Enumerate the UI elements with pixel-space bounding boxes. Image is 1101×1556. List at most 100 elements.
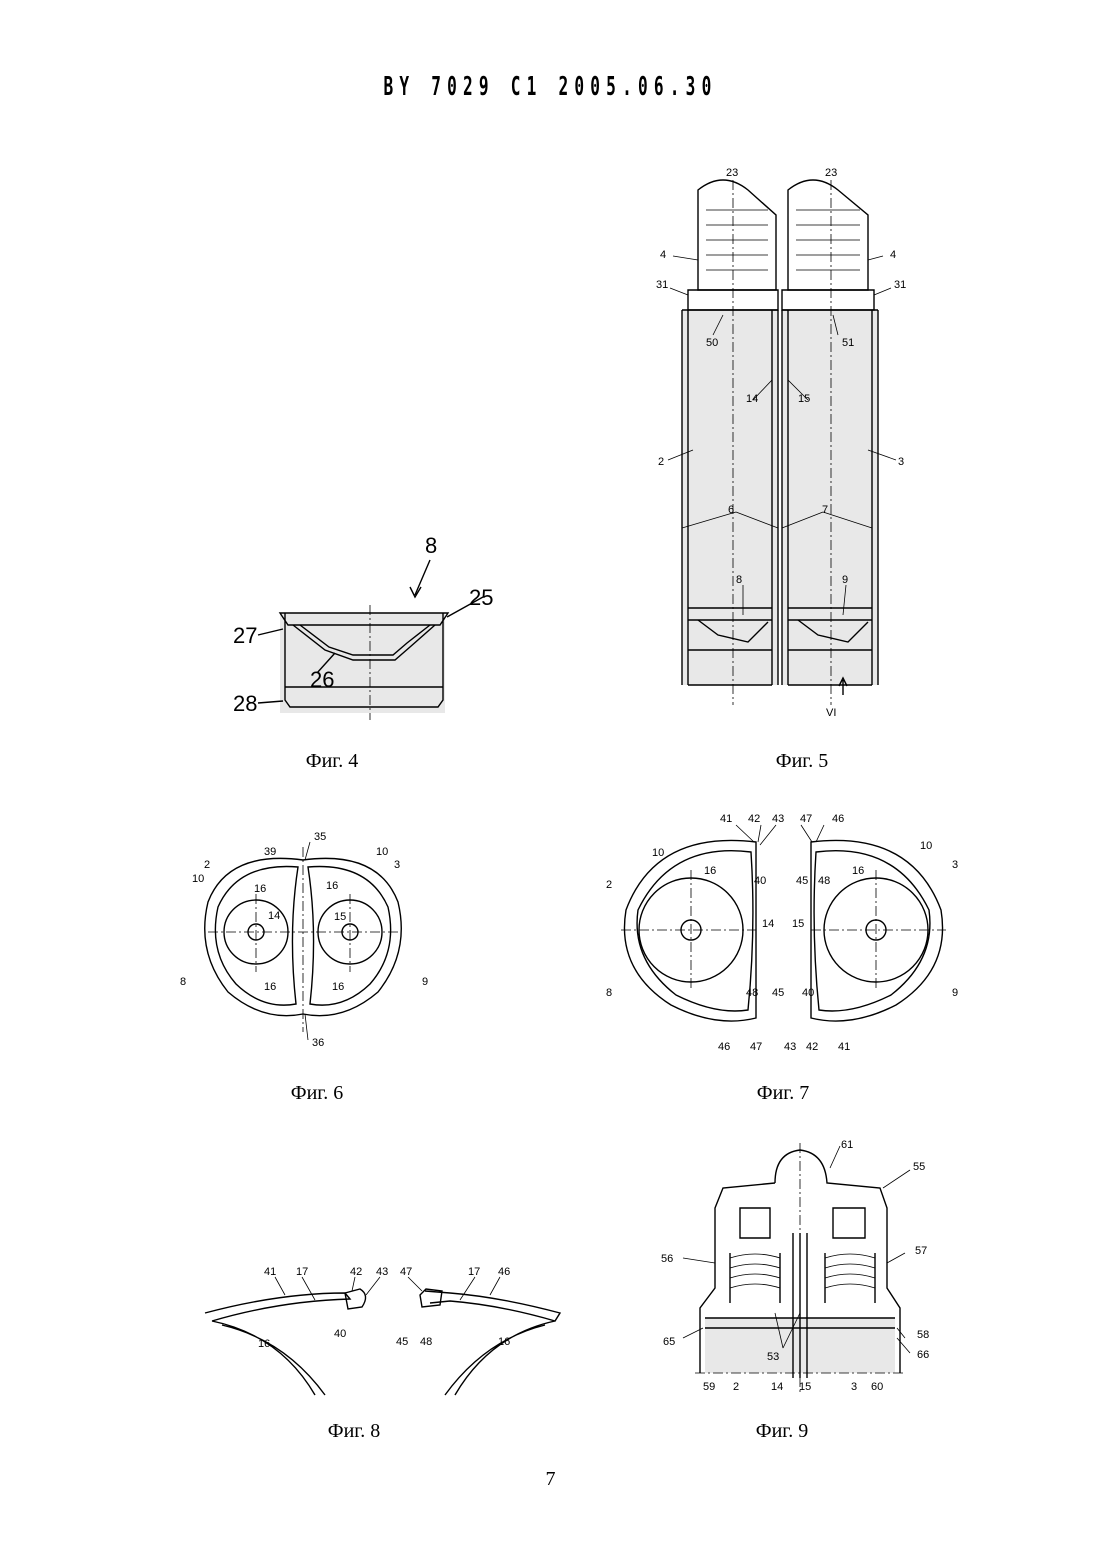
- fig5-label-4a: 4: [660, 249, 666, 261]
- fig6-label-15: 15: [334, 911, 346, 923]
- document-header: BY 7029 C1 2005.06.30: [209, 72, 892, 102]
- fig7-label-46b: 46: [718, 1041, 730, 1053]
- fig6-label-2: 2: [204, 859, 210, 871]
- fig5-label-4b: 4: [890, 249, 896, 261]
- fig5-label-51: 51: [842, 337, 854, 349]
- fig8-label-46: 46: [498, 1266, 510, 1278]
- fig6-label-16d: 16: [332, 981, 344, 993]
- fig9-label-14: 14: [771, 1381, 783, 1393]
- fig5-label-2: 2: [658, 456, 664, 468]
- fig7-label-46a: 46: [832, 813, 844, 825]
- figure-5-caption: Фиг. 5: [742, 750, 862, 773]
- fig9-label-57: 57: [915, 1245, 927, 1257]
- fig6-label-9: 9: [422, 976, 428, 988]
- figure-6-drawing: 35 39 2 10 10 3 16 16 14 15 8 9 16 16 36: [168, 822, 448, 1062]
- fig7-label-14: 14: [762, 918, 774, 930]
- fig7-label-48a: 48: [818, 875, 830, 887]
- fig7-label-16b: 16: [852, 865, 864, 877]
- fig5-label-15: 15: [798, 393, 810, 405]
- fig7-label-2: 2: [606, 879, 612, 891]
- fig5-label-50: 50: [706, 337, 718, 349]
- fig9-label-59: 59: [703, 1381, 715, 1393]
- fig8-label-16b: 16: [498, 1336, 510, 1348]
- fig5-label-9: 9: [842, 574, 848, 586]
- fig7-label-10b: 10: [920, 840, 932, 852]
- fig8-label-16a: 16: [258, 1338, 270, 1350]
- figure-6-caption: Фиг. 6: [257, 1082, 377, 1105]
- fig7-label-3: 3: [952, 859, 958, 871]
- fig7-label-15: 15: [792, 918, 804, 930]
- fig6-label-10a: 10: [192, 873, 204, 885]
- fig7-label-40b: 40: [802, 987, 814, 999]
- fig9-label-65: 65: [663, 1336, 675, 1348]
- fig7-label-48b: 48: [746, 987, 758, 999]
- page-number: 7: [0, 1468, 1101, 1491]
- fig8-label-45: 45: [396, 1336, 408, 1348]
- fig8-label-17b: 17: [468, 1266, 480, 1278]
- fig9-label-2: 2: [733, 1381, 739, 1393]
- fig4-label-25: 25: [469, 585, 493, 610]
- fig7-label-8: 8: [606, 987, 612, 999]
- fig5-label-23a: 23: [726, 167, 738, 179]
- fig5-label-3: 3: [898, 456, 904, 468]
- fig7-label-16a: 16: [704, 865, 716, 877]
- fig8-label-17a: 17: [296, 1266, 308, 1278]
- figure-4-drawing: 8 25 27 26 28: [225, 525, 525, 725]
- fig7-label-9: 9: [952, 987, 958, 999]
- fig4-label-26: 26: [310, 667, 334, 692]
- fig7-label-41a: 41: [720, 813, 732, 825]
- fig7-label-47a: 47: [800, 813, 812, 825]
- fig4-label-28: 28: [233, 691, 257, 716]
- fig6-label-16b: 16: [326, 880, 338, 892]
- fig7-label-42b: 42: [806, 1041, 818, 1053]
- fig5-label-31b: 31: [894, 279, 906, 291]
- fig8-label-43: 43: [376, 1266, 388, 1278]
- fig9-label-56: 56: [661, 1253, 673, 1265]
- figure-8-drawing: 41 17 42 43 47 17 46 40 16 45 48 16: [200, 1255, 570, 1400]
- fig7-label-45b: 45: [772, 987, 784, 999]
- fig9-label-3: 3: [851, 1381, 857, 1393]
- fig5-label-6: 6: [728, 504, 734, 516]
- fig6-label-16a: 16: [254, 883, 266, 895]
- fig6-label-16c: 16: [264, 981, 276, 993]
- fig7-label-40a: 40: [754, 875, 766, 887]
- fig5-label-31a: 31: [656, 279, 668, 291]
- fig7-label-45a: 45: [796, 875, 808, 887]
- fig9-label-66: 66: [917, 1349, 929, 1361]
- fig9-label-53: 53: [767, 1351, 779, 1363]
- fig5-label-8: 8: [736, 574, 742, 586]
- fig8-label-40: 40: [334, 1328, 346, 1340]
- fig4-label-27: 27: [233, 623, 257, 648]
- figure-4-caption: Фиг. 4: [272, 750, 392, 773]
- fig5-label-vi: VI: [826, 707, 836, 719]
- fig7-label-42a: 42: [748, 813, 760, 825]
- figure-8-caption: Фиг. 8: [294, 1420, 414, 1443]
- fig7-label-41b: 41: [838, 1041, 850, 1053]
- fig8-label-42: 42: [350, 1266, 362, 1278]
- fig6-label-10b: 10: [376, 846, 388, 858]
- fig5-label-23b: 23: [825, 167, 837, 179]
- fig4-label-8: 8: [425, 533, 437, 558]
- figure-7-caption: Фиг. 7: [723, 1082, 843, 1105]
- fig8-label-48: 48: [420, 1336, 432, 1348]
- fig7-label-43a: 43: [772, 813, 784, 825]
- fig6-label-35: 35: [314, 831, 326, 843]
- fig9-label-55: 55: [913, 1161, 925, 1173]
- figure-7-drawing: 41 42 43 47 46 10 10 16 40 45 48 16 2 3 …: [596, 800, 971, 1060]
- fig6-label-14: 14: [268, 910, 280, 922]
- fig9-label-15: 15: [799, 1381, 811, 1393]
- fig6-label-8: 8: [180, 976, 186, 988]
- fig7-label-10a: 10: [652, 847, 664, 859]
- fig5-label-7: 7: [822, 504, 828, 516]
- figure-9-caption: Фиг. 9: [722, 1420, 842, 1443]
- fig5-label-14: 14: [746, 393, 758, 405]
- fig6-label-36: 36: [312, 1037, 324, 1049]
- fig8-label-47: 47: [400, 1266, 412, 1278]
- figure-5-drawing: 23 23 4 4 31 31 50 51 14 15 2 3 6 7 8 9 …: [648, 160, 918, 725]
- figure-9-drawing: 61 55 56 57 65 58 53 66 59 2 14 15 3 60: [655, 1138, 945, 1403]
- fig9-label-58: 58: [917, 1329, 929, 1341]
- fig7-label-47b: 47: [750, 1041, 762, 1053]
- fig7-label-43b: 43: [784, 1041, 796, 1053]
- fig6-label-3: 3: [394, 859, 400, 871]
- fig9-label-61: 61: [841, 1139, 853, 1151]
